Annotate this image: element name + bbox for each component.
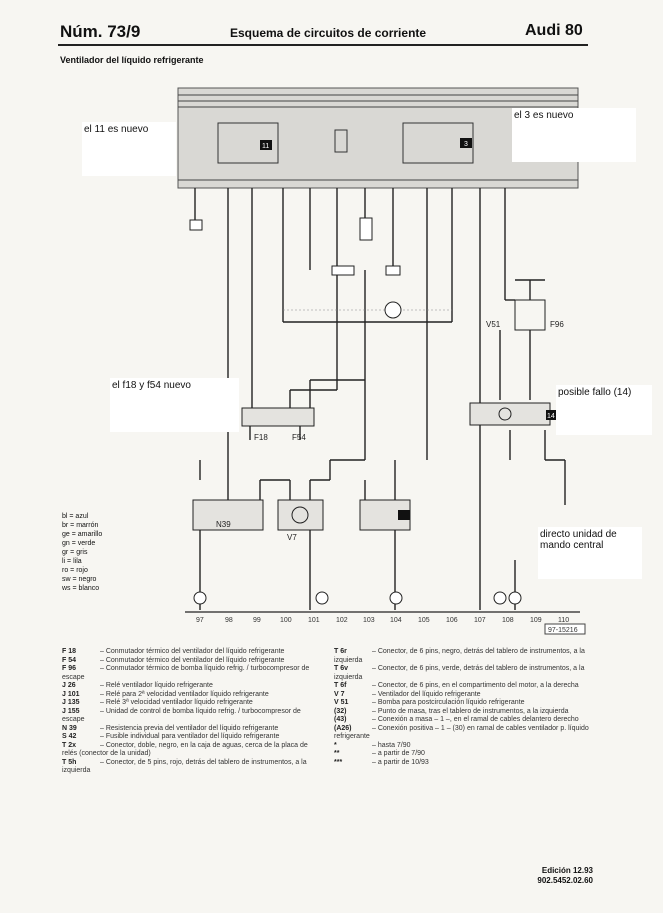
legend-row: T 6r– Conector, de 6 pins, negro, detrás…: [334, 648, 585, 664]
component-v7: [277, 499, 324, 531]
bus-num-108: 108: [502, 617, 514, 624]
diagram-subtitle: Ventilador del líquido refrigerante: [60, 55, 204, 65]
relay-j155: [402, 122, 474, 164]
note-f18-f54-new: el f18 y f54 nuevo: [110, 378, 239, 432]
legend-row: (32)– Punto de masa, tras el tablero de …: [334, 707, 569, 715]
legend-row: T 2x– Conector, doble, negro, en la caja…: [62, 741, 308, 758]
legend-row: F 96– Conmutador térmico de bomba líquid…: [62, 665, 310, 681]
color-item: gn = verde: [62, 540, 96, 547]
legend-row: J 26– Relé ventilador líquido refrigeran…: [62, 682, 213, 689]
component-n39: [192, 499, 264, 531]
bus-num-102: 102: [336, 617, 348, 624]
legend-row: T 6f– Conector, de 6 pins, en el compart…: [334, 682, 579, 689]
legend-row: V 51– Bomba para postcirculación líquido…: [334, 699, 525, 706]
header-rule: [58, 44, 588, 46]
color-legend: bl = azul br = marrón ge = amarillo gn =…: [62, 512, 102, 593]
label-v51: V51: [486, 320, 501, 329]
ground-109: [508, 591, 522, 605]
badge-14-label: 14: [547, 413, 555, 420]
footer: Edición 12.93 902.5452.02.60: [537, 866, 593, 886]
color-item: ws = blanco: [62, 585, 100, 592]
bus-num-105: 105: [418, 617, 430, 624]
sheet-number: Núm. 73/9: [60, 22, 141, 41]
diagram-ref: 97-15216: [548, 627, 578, 634]
legend-row: J 135– Relé 3ª velocidad ventilador líqu…: [62, 699, 253, 706]
component-f96: [514, 299, 546, 331]
note-possible-fault: posible fallo (14): [556, 385, 652, 435]
bus-num-109: 109: [530, 617, 542, 624]
fuse-box: [359, 217, 373, 241]
relay-j101: [217, 122, 279, 164]
legend-row: ***– a partir de 10/93: [334, 758, 429, 766]
note-11-new: el 11 es nuevo: [82, 122, 176, 176]
bottom-numbers: 97 98 99 100 101 102 103 104 105 106 107…: [196, 617, 569, 624]
bus-num-103: 103: [363, 617, 375, 624]
footer-code: 902.5452.02.60: [537, 876, 593, 885]
color-item: ge = amarillo: [62, 531, 103, 538]
color-item: li = lila: [62, 558, 82, 565]
note-direct-ecu: directo unidad de mando central: [538, 527, 642, 579]
legend-row: F 18– Conmutador térmico del ventilador …: [62, 648, 285, 655]
bus-num-97: 97: [196, 617, 204, 624]
label-f96: F96: [550, 320, 564, 329]
ground-101: [315, 591, 329, 605]
bus-num-106: 106: [446, 617, 458, 624]
bus-num-98: 98: [225, 617, 233, 624]
ground-104: [389, 591, 403, 605]
ground-point-a26: [384, 301, 402, 319]
bus-num-101: 101: [308, 617, 320, 624]
color-item: gr = gris: [62, 549, 88, 556]
ground-108: [493, 591, 507, 605]
color-item: sw = negro: [62, 576, 97, 583]
legend-row: N 39– Resistencia previa del ventilador …: [62, 724, 279, 732]
legend-row: T 5h– Conector, de 5 pins, rojo, detrás …: [62, 758, 307, 775]
label-n39: N39: [216, 520, 231, 529]
legend-row: V 7– Ventilador del líquido refrigerante: [334, 690, 481, 698]
label-f54: F54: [292, 433, 306, 442]
legend-row: F 54– Conmutador térmico del ventilador …: [62, 656, 285, 664]
bus-num-104: 104: [390, 617, 402, 624]
color-item: bl = azul: [62, 513, 89, 520]
legend-row: (A26)– Conexión positiva – 1 – (30) en r…: [334, 724, 589, 741]
bus-num-107: 107: [474, 617, 486, 624]
color-item: br = marrón: [62, 522, 99, 529]
legend-row: J 155– Unidad de control de bomba líquid…: [62, 707, 301, 724]
footer-edition: Edición 12.93: [541, 866, 593, 875]
brand-name: Audi 80: [525, 22, 583, 39]
badge-3: [460, 138, 472, 148]
legend-row: *– hasta 7/90: [334, 741, 411, 749]
legend-left: F 18– Conmutador térmico del ventilador …: [62, 648, 324, 776]
badge-11: [260, 140, 272, 150]
label-v7: V7: [287, 533, 297, 542]
component-v51: [469, 402, 551, 426]
connector-t5h: [331, 265, 355, 276]
note-3-new: el 3 es nuevo: [512, 108, 636, 162]
legend-row: (43)– Conexión a masa – 1 –, en el ramal…: [334, 716, 579, 723]
legend-row: **– a partir de 7/90: [334, 750, 425, 757]
connector-t6r: [385, 265, 401, 276]
bus-num-99: 99: [253, 617, 261, 624]
badge-14: [546, 410, 558, 420]
connector-t2x: [189, 219, 203, 231]
ground-97: [193, 591, 207, 605]
label-f18: F18: [254, 433, 268, 442]
legend-row: J 101– Relé para 2ª velocidad ventilador…: [62, 690, 269, 698]
bus-num-100: 100: [280, 617, 292, 624]
legend-row: S 42– Fusible individual para ventilador…: [62, 733, 280, 740]
fuse-s42: [334, 129, 348, 153]
bus-num-110: 110: [558, 617, 569, 624]
color-item: ro = rojo: [62, 567, 88, 574]
wires: [194, 188, 566, 610]
legend-row: T 6v– Conector, de 6 pins, verde, detrás…: [334, 665, 585, 681]
component-f18-f54: [241, 407, 315, 427]
badge-3-label: 3: [464, 141, 468, 148]
relay-panel: [177, 87, 579, 189]
badge-11-label: 11: [262, 143, 269, 150]
sheet-title: Esquema de circuitos de corriente: [230, 26, 427, 40]
legend-right: T 6r– Conector, de 6 pins, negro, detrás…: [334, 648, 596, 767]
